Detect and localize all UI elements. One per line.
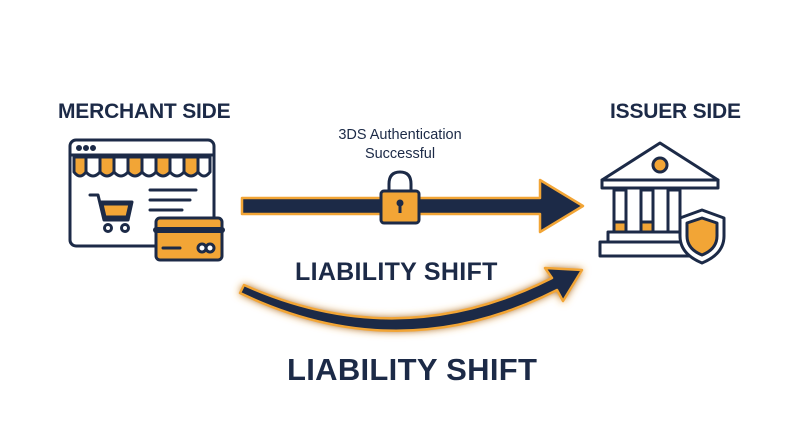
storefront-icon (68, 138, 225, 262)
merchant-side-title: MERCHANT SIDE (58, 100, 231, 123)
authentication-caption: 3DS Authentication Successful (338, 127, 462, 162)
issuer-side-title: ISSUER SIDE (610, 100, 741, 123)
liability-shift-label-lower: LIABILITY SHIFT (287, 352, 538, 387)
liability-shift-label-upper: LIABILITY SHIFT (295, 258, 498, 286)
liability-curve-arrow (238, 266, 584, 332)
padlock-icon (379, 170, 421, 225)
bank-icon (598, 141, 726, 265)
